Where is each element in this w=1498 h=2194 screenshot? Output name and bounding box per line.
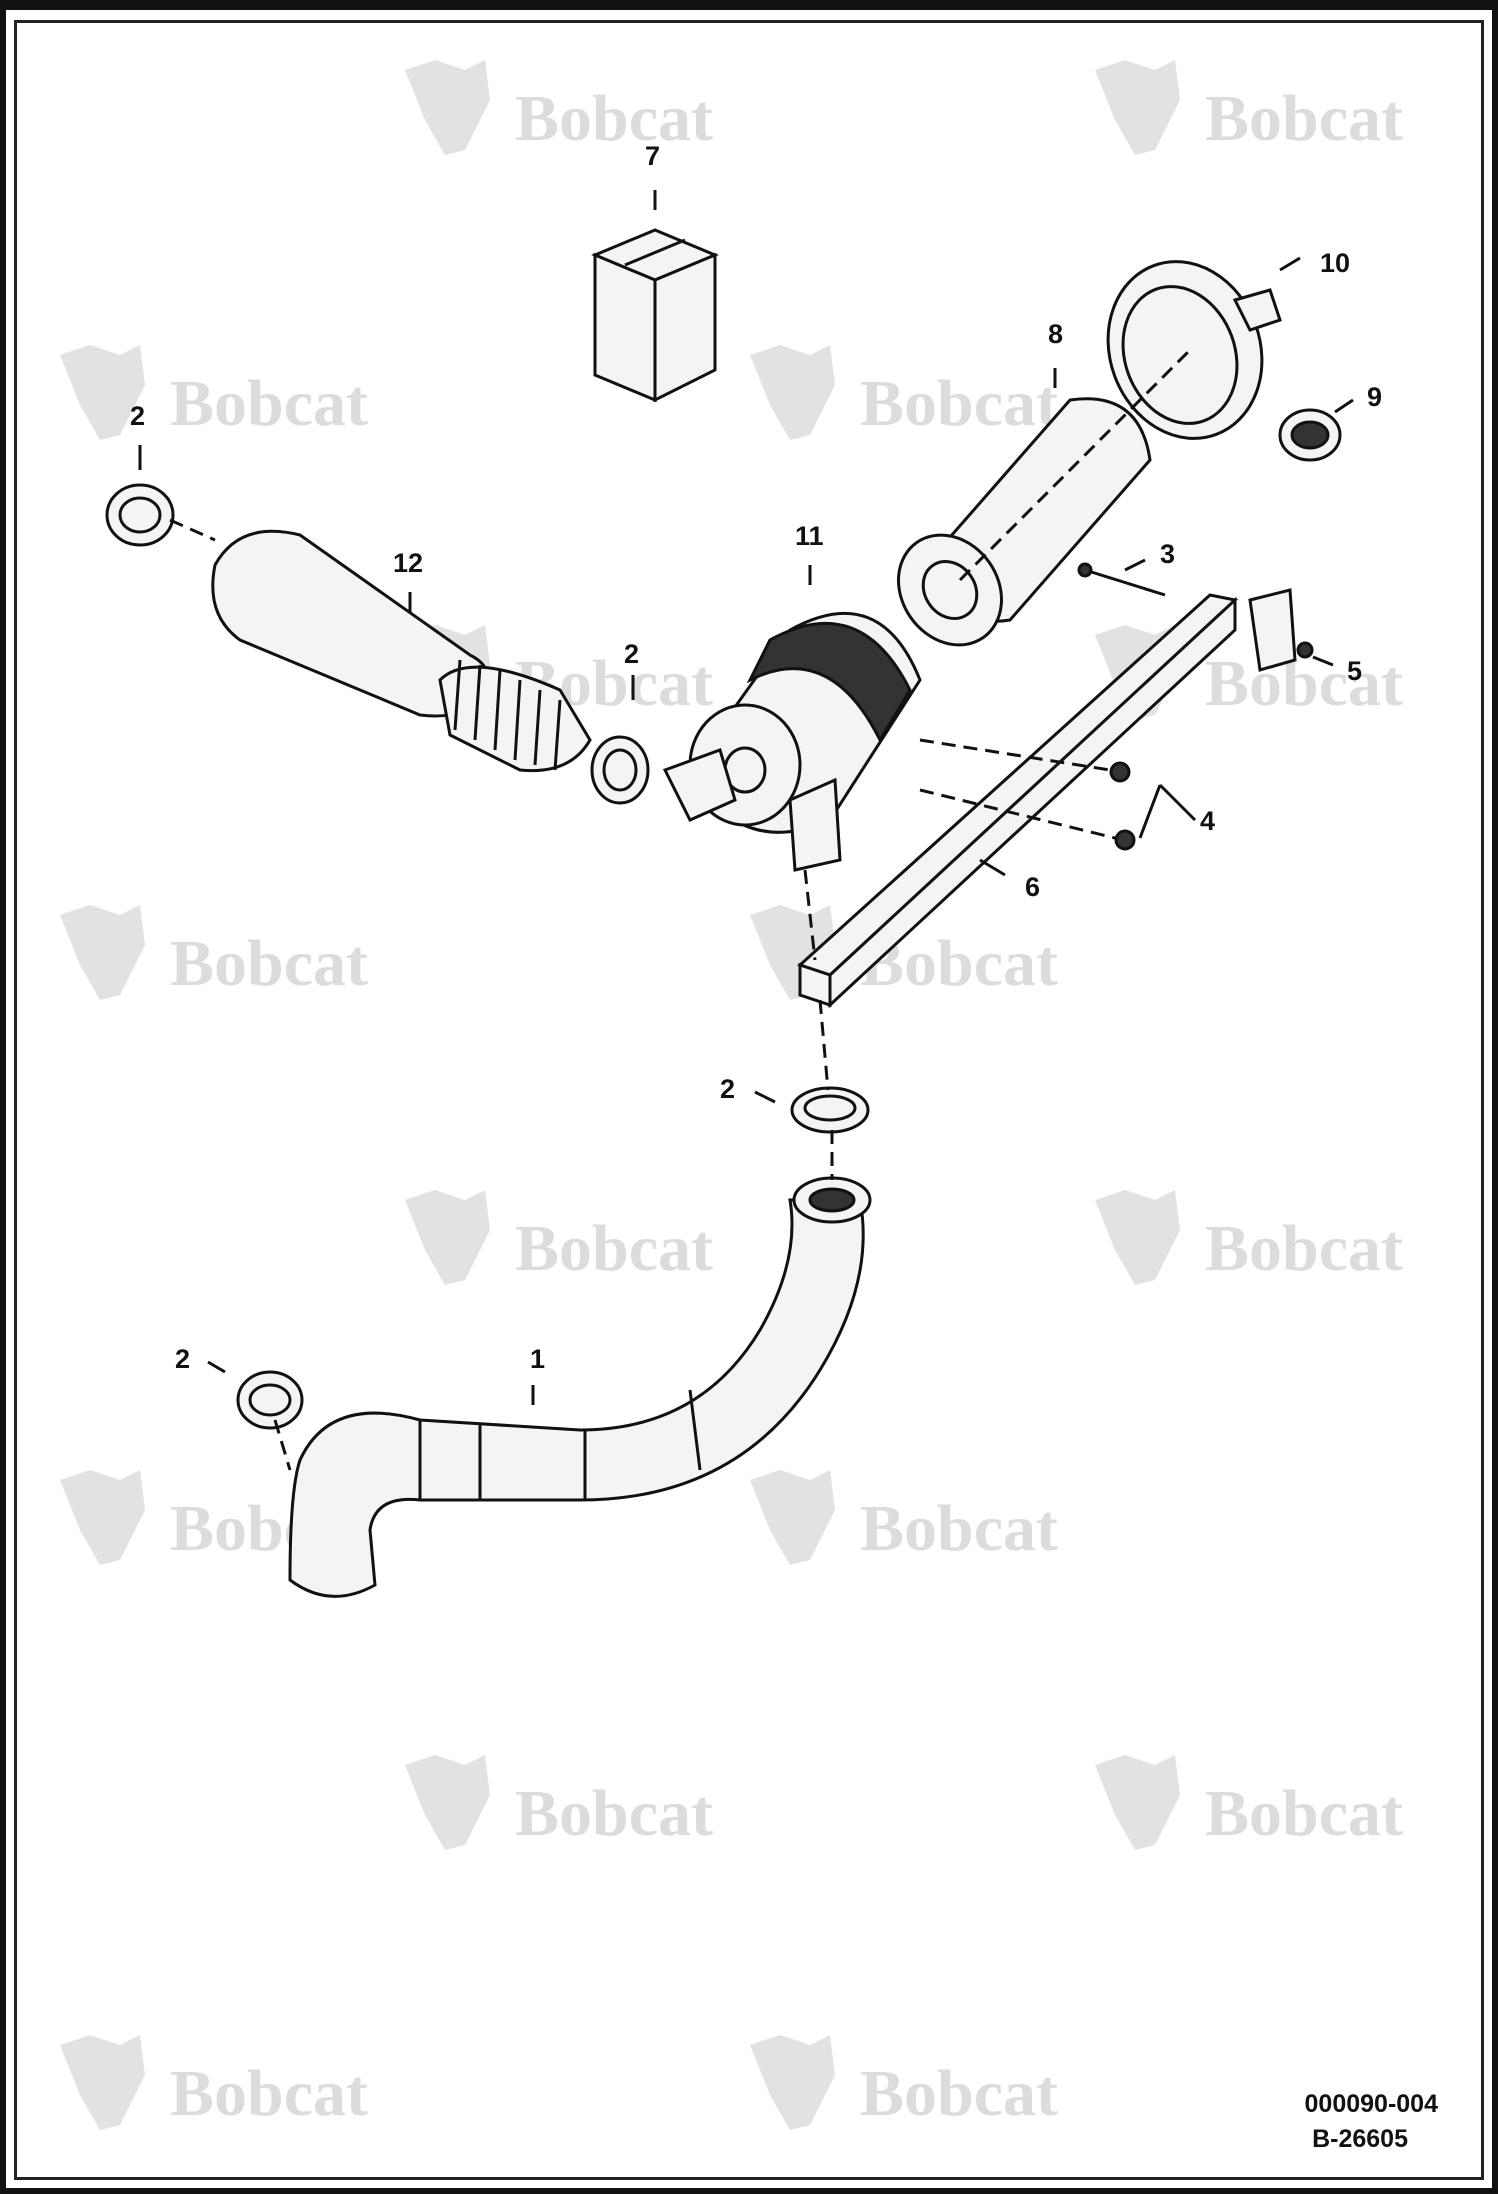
bobcat-logo-icon: [60, 345, 145, 440]
watermark: Bobcat: [405, 1755, 713, 1850]
part-5-bracket: [1248, 588, 1314, 672]
watermark: Bobcat: [750, 1470, 1058, 1565]
part-4-nuts: [1109, 761, 1136, 851]
bobcat-logo-icon: [405, 60, 490, 155]
part-2-clamp: [236, 1370, 304, 1430]
part-8-filter-element: [896, 397, 1152, 647]
svg-text:Bobcat: Bobcat: [1205, 1777, 1403, 1850]
part-9-valve: [1278, 408, 1342, 462]
drawing-number: 000090-004: [1304, 2090, 1438, 2118]
watermark: Bobcat: [60, 345, 368, 440]
bobcat-logo-icon: [1095, 1190, 1180, 1285]
svg-text:Bobcat: Bobcat: [1205, 82, 1403, 155]
page-inner-border: [14, 20, 1484, 2180]
assembly-line: [919, 738, 1111, 772]
bobcat-logo-icon: [750, 345, 835, 440]
assembly-line: [169, 518, 216, 542]
bobcat-logo-icon: [1095, 1755, 1180, 1850]
assembly-line: [958, 348, 1192, 582]
callout-10: 10: [1320, 248, 1350, 278]
callout-6: 6: [1025, 872, 1040, 902]
leader-lines: [138, 190, 1354, 1405]
part-11-air-cleaner-housing: [662, 611, 922, 872]
watermark: Bobcat: [405, 1190, 713, 1285]
bobcat-logo-icon: [60, 1470, 145, 1565]
watermark: Bobcat: [60, 905, 368, 1000]
svg-text:Bobcat: Bobcat: [170, 2057, 368, 2130]
callout-1: 1: [530, 1344, 545, 1374]
bobcat-logo-icon: [60, 905, 145, 1000]
callout-11: 11: [795, 521, 824, 551]
callout-2c: 2: [720, 1074, 735, 1104]
watermark: Bobcat: [750, 345, 1058, 440]
part-7-box: [591, 228, 719, 403]
part-2-clamp: [590, 735, 650, 805]
bobcat-logo-icon: [60, 2035, 145, 2130]
svg-text:Bobcat: Bobcat: [515, 1777, 713, 1850]
callout-2d: 2: [175, 1344, 190, 1374]
callout-8: 8: [1048, 319, 1063, 349]
bobcat-logo-icon: [750, 2035, 835, 2130]
watermark: Bobcat: [1095, 1190, 1403, 1285]
svg-text:Bobcat: Bobcat: [860, 367, 1058, 440]
part-3-bolt: [1077, 562, 1166, 597]
assembly-line: [273, 1419, 292, 1471]
watermark: Bobcat: [60, 2035, 368, 2130]
assembly-line: [919, 788, 1116, 840]
part-6-mounting-bar: [797, 593, 1239, 1009]
watermark: Bobcat: [405, 60, 713, 155]
part-12-intake-hose: [211, 529, 592, 773]
svg-text:Bobcat: Bobcat: [515, 1212, 713, 1285]
svg-text:Bobcat: Bobcat: [170, 367, 368, 440]
watermark: Bobcat: [1095, 1755, 1403, 1850]
callout-7: 7: [645, 141, 660, 171]
part-2-clamp: [105, 483, 175, 547]
part-1-lower-hose: [288, 1176, 872, 1598]
callout-5: 5: [1347, 656, 1362, 686]
bobcat-logo-icon: [750, 1470, 835, 1565]
svg-text:Bobcat: Bobcat: [170, 927, 368, 1000]
bobcat-logo-icon: [405, 1190, 490, 1285]
figure-number: B-26605: [1312, 2125, 1408, 2153]
assembly-line: [803, 869, 817, 961]
callout-4: 4: [1200, 806, 1215, 836]
watermark: Bobcat: [750, 2035, 1058, 2130]
svg-text:Bobcat: Bobcat: [515, 82, 713, 155]
part-2-clamp: [790, 1086, 870, 1134]
watermark-layer: Bobcat Bobcat Bobcat Bobcat Bobcat Bobca…: [60, 60, 1403, 2130]
svg-text:Bobcat: Bobcat: [1205, 647, 1403, 720]
callout-12: 12: [393, 548, 423, 578]
callout-2a: 2: [130, 401, 145, 431]
svg-text:Bobcat: Bobcat: [1205, 1212, 1403, 1285]
callout-9: 9: [1367, 382, 1382, 412]
bobcat-logo-icon: [405, 1755, 490, 1850]
callout-3: 3: [1160, 539, 1175, 569]
svg-text:Bobcat: Bobcat: [860, 2057, 1058, 2130]
watermark: Bobcat: [1095, 60, 1403, 155]
bobcat-logo-icon: [1095, 60, 1180, 155]
svg-text:Bobcat: Bobcat: [860, 1492, 1058, 1565]
assembly-line: [818, 999, 830, 1091]
callout-2b: 2: [624, 639, 639, 669]
